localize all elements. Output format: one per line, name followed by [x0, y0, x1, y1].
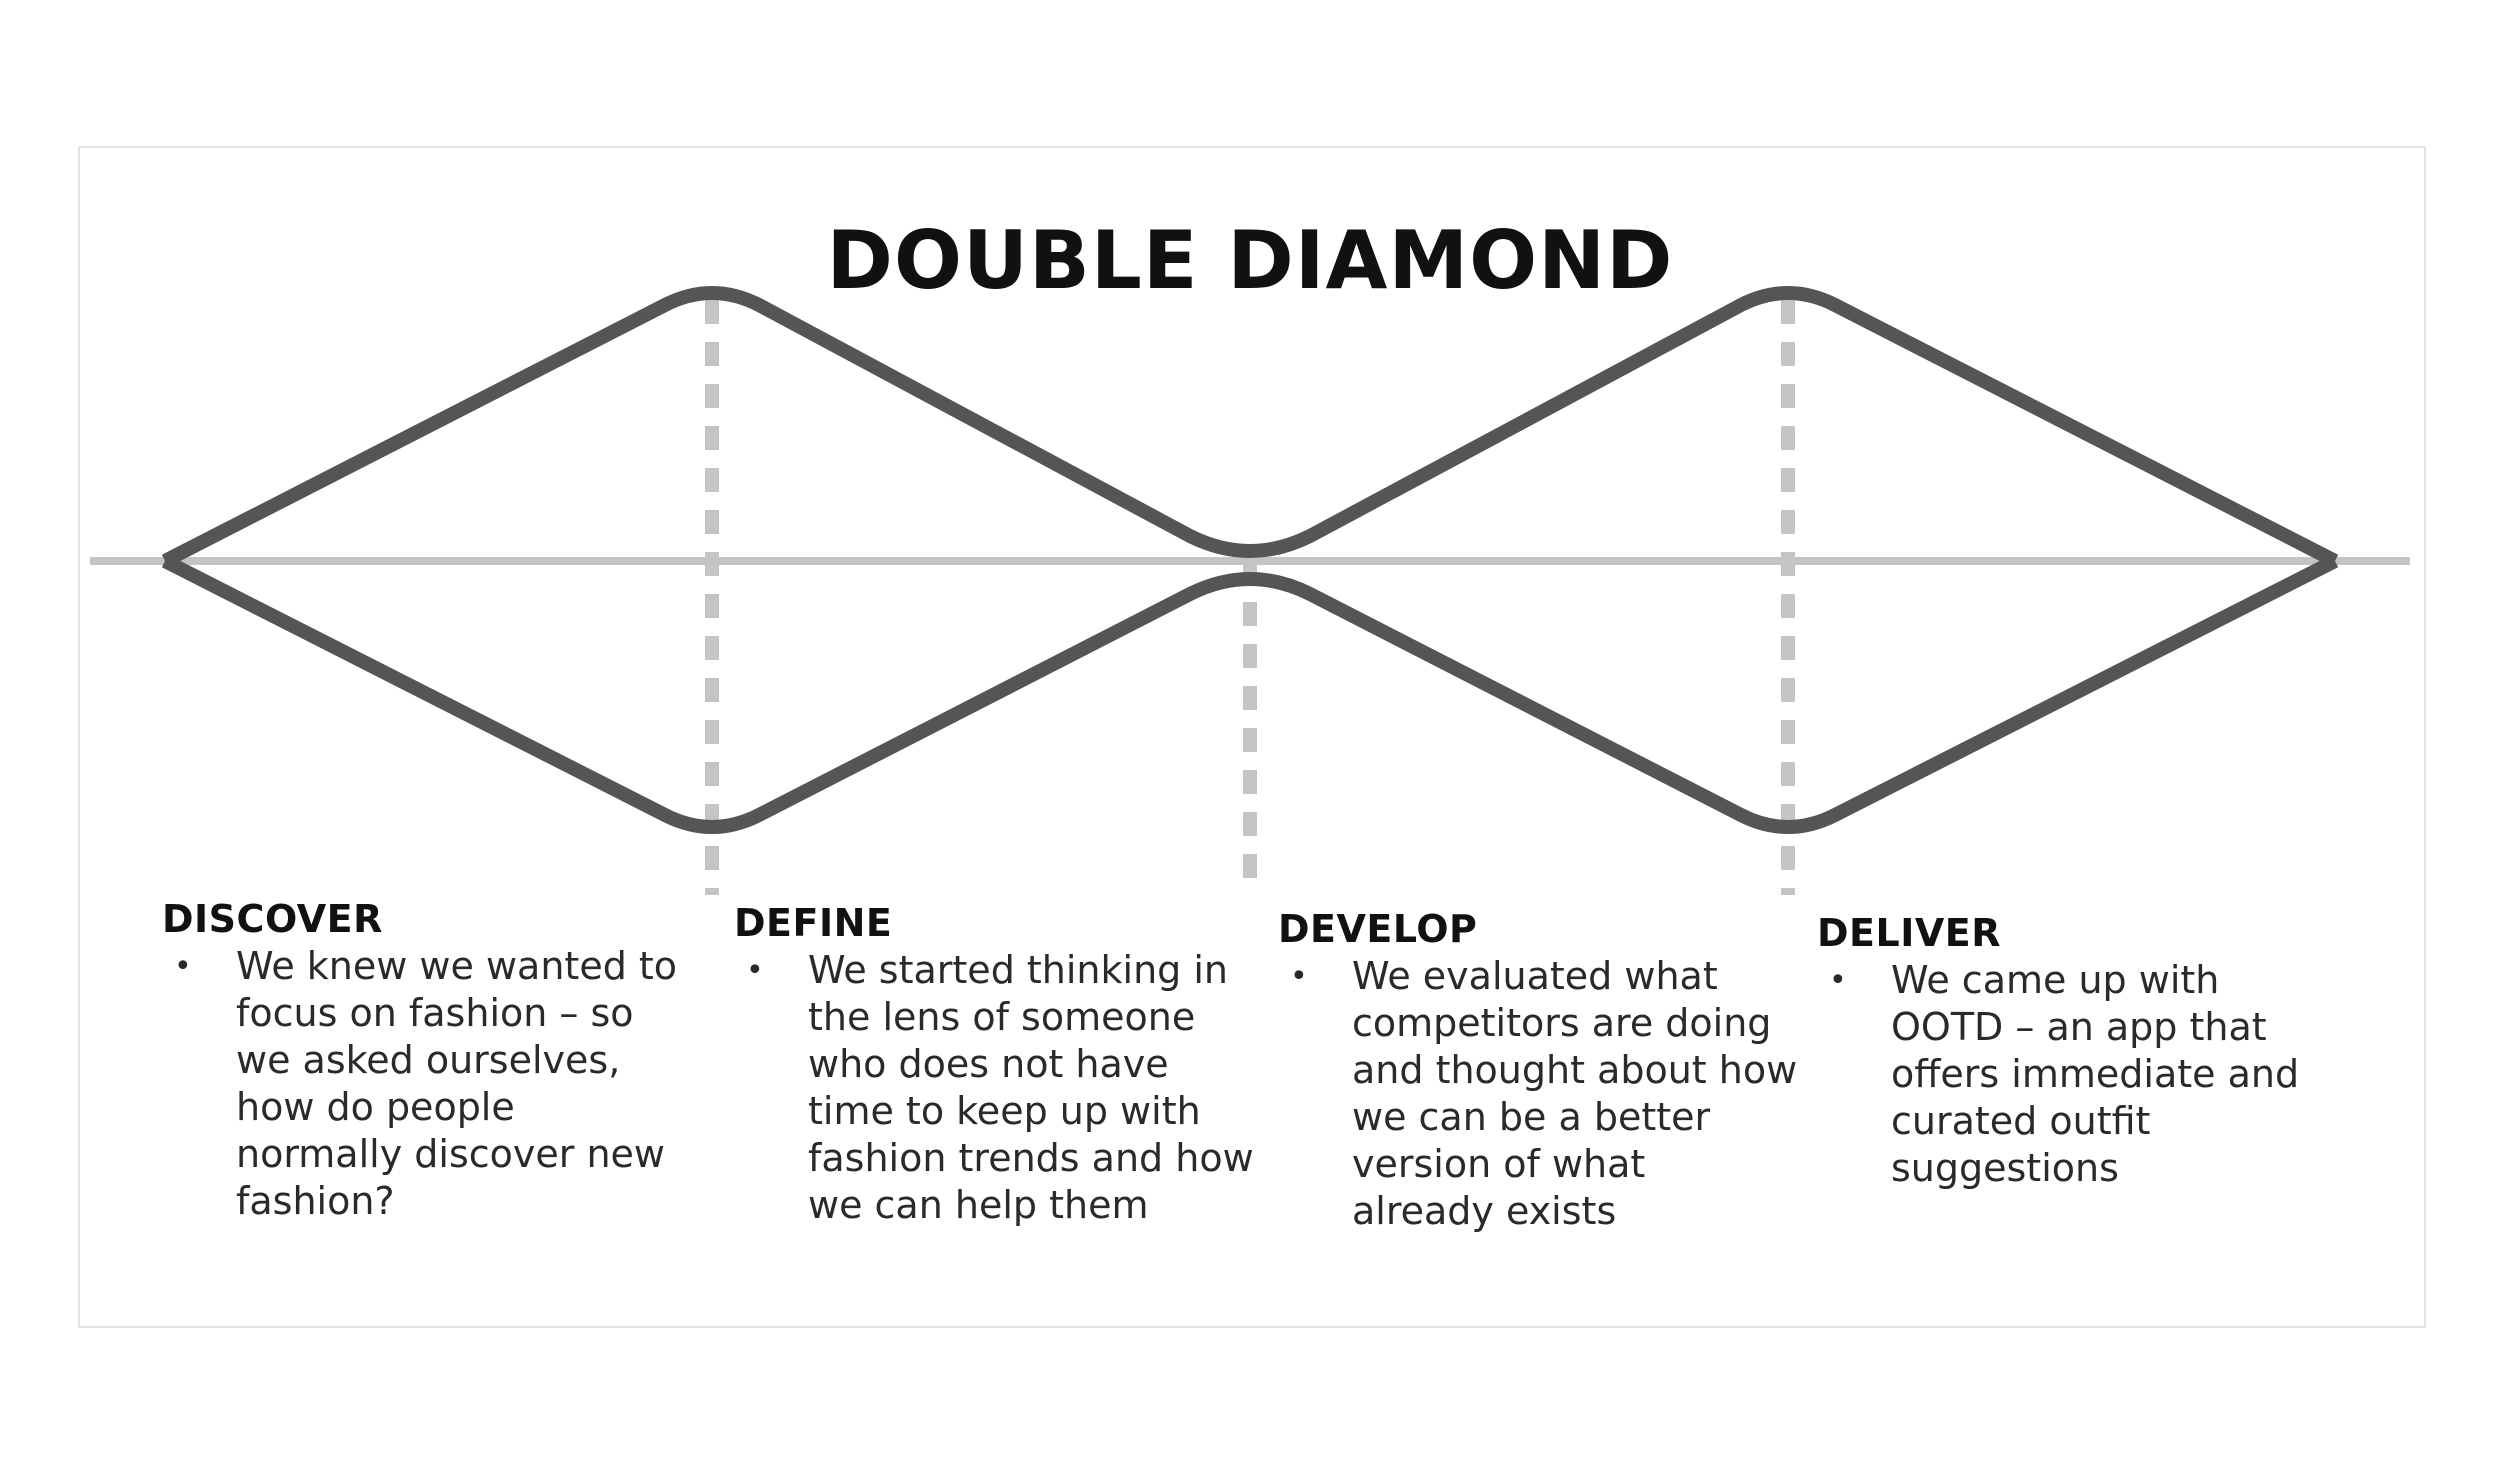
phase-deliver: DELIVER • We came up with OOTD – an app …: [1817, 911, 2337, 1192]
phase-heading: DEVELOP: [1278, 907, 1478, 951]
phase-heading: DISCOVER: [162, 897, 383, 941]
list-item: • We evaluated what competitors are doin…: [1278, 953, 1798, 1235]
phase-define: DEFINE • We started thinking in the lens…: [734, 901, 1254, 1229]
phase-discover: DISCOVER • We knew we wanted to focus on…: [162, 897, 682, 1225]
bullet: •: [746, 953, 764, 988]
list-item: • We came up with OOTD – an app that off…: [1817, 957, 2337, 1192]
phase-description: We evaluated what competitors are doing …: [1352, 954, 1798, 1233]
list-item: • We knew we wanted to focus on fashion …: [162, 943, 682, 1225]
diamond-top-outline: [161, 286, 2339, 568]
phase-develop: DEVELOP • We evaluated what competitors …: [1278, 907, 1798, 1235]
diamond-bottom-outline: [161, 554, 2339, 834]
bullet: •: [1829, 963, 1847, 998]
list-item: • We started thinking in the lens of som…: [734, 947, 1254, 1229]
page-title: DOUBLE DIAMOND: [826, 214, 1674, 307]
bullet: •: [174, 949, 192, 984]
phase-description: We started thinking in the lens of someo…: [808, 948, 1254, 1227]
phase-heading: DEFINE: [734, 901, 893, 945]
phase-dividers: [705, 300, 1795, 895]
phase-heading: DELIVER: [1817, 911, 2001, 955]
phase-description: We came up with OOTD – an app that offer…: [1891, 958, 2300, 1190]
phase-description: We knew we wanted to focus on fashion – …: [236, 944, 678, 1223]
bullet: •: [1290, 959, 1308, 994]
diamond-outlines: [161, 286, 2339, 834]
